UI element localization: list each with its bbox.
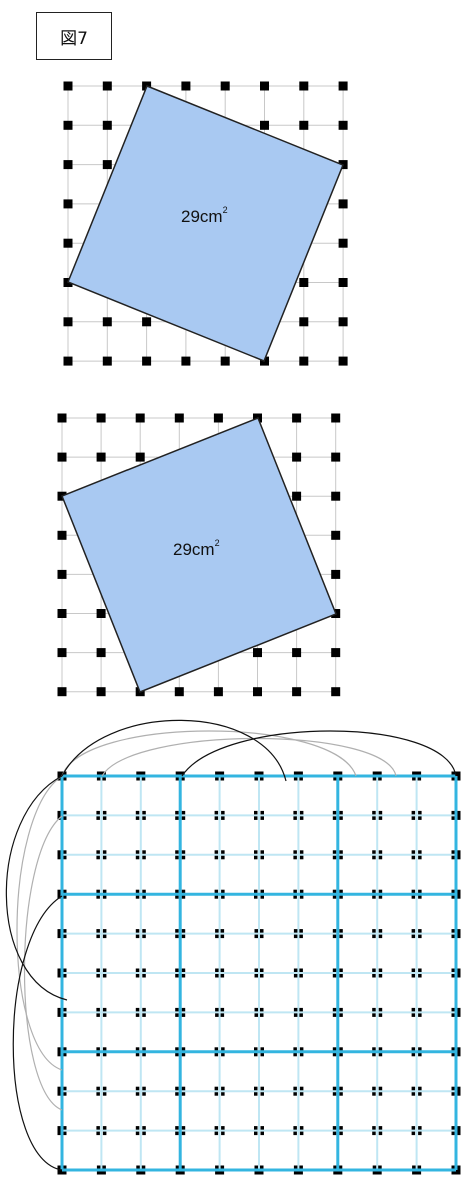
tilted-square-middle: [61, 417, 337, 693]
grid-dot: [102, 356, 112, 366]
grid-dot: [292, 452, 302, 462]
grid-dot: [142, 356, 152, 366]
rotation-arc: [181, 730, 457, 777]
grid-dot: [338, 238, 348, 248]
grid-dot: [96, 609, 106, 618]
rotation-arc: [5, 775, 68, 1001]
grid-dot: [299, 120, 309, 130]
figure-label: 図7: [36, 12, 112, 60]
grid-dot: [142, 317, 152, 327]
highlight-grid: [60, 774, 458, 1172]
grid-dot: [63, 317, 73, 327]
grid-dot: [96, 687, 106, 697]
grid-dot: [338, 317, 348, 327]
grid-dot: [57, 648, 67, 658]
grid-dot: [331, 530, 341, 540]
grid-dot: [338, 81, 348, 91]
grid-dot: [331, 413, 341, 423]
grid-dot: [213, 413, 223, 423]
grid-dot: [220, 81, 230, 91]
grid-dot: [292, 648, 302, 658]
grid-dot: [331, 452, 341, 462]
grid-dot: [331, 569, 341, 579]
grid-dot: [57, 530, 67, 540]
grid-dot: [102, 160, 112, 170]
grid-dot: [181, 81, 191, 91]
grid-dot: [299, 317, 309, 327]
grid-dot: [299, 81, 309, 91]
grid-dot: [96, 413, 106, 423]
grid-dot: [135, 413, 145, 423]
grid-dot: [213, 687, 223, 697]
grid-dot: [338, 199, 348, 209]
grid-dot: [135, 452, 145, 462]
rotation-arc: [16, 775, 63, 1071]
grid-dot: [338, 120, 348, 130]
grid-dot: [57, 452, 67, 462]
grid-dot: [260, 81, 269, 91]
grid-dot: [331, 687, 341, 697]
rotation-arc: [24, 815, 63, 1111]
grid-dot: [181, 356, 191, 366]
grid-dot: [102, 81, 112, 91]
grid-dot: [57, 413, 67, 423]
area-label-middle: 29cm2: [173, 538, 220, 559]
rotation-arc: [12, 895, 63, 1171]
grid-dot: [63, 356, 73, 366]
grid-dot: [253, 648, 262, 658]
rotation-arc: [101, 737, 397, 777]
grid-dot: [292, 491, 302, 501]
rotation-arcs: [5, 719, 457, 1171]
grid-dot: [63, 160, 73, 170]
grid-dot: [63, 199, 73, 209]
grid-dot: [63, 81, 73, 91]
grid-dot: [63, 238, 73, 248]
rotation-arc: [61, 719, 287, 782]
grid-dot: [57, 569, 67, 579]
grid-dot: [102, 317, 112, 327]
grid-dot: [57, 609, 67, 618]
grid-dot: [63, 120, 73, 130]
grid-dot: [292, 687, 302, 697]
grid-dot: [174, 413, 184, 423]
grid-dot: [96, 452, 106, 462]
grid-dot: [253, 687, 262, 697]
tilted-square-top: [67, 85, 344, 362]
grid-dot: [57, 687, 67, 697]
grid-dot: [174, 687, 184, 697]
grid-dot: [299, 278, 309, 287]
grid-dot: [338, 356, 348, 366]
grid-dot: [102, 120, 112, 130]
grid-dot: [331, 491, 341, 501]
grid-dot: [220, 356, 230, 366]
grid-dot: [96, 648, 106, 658]
grid-dot: [299, 356, 309, 366]
grid-dot: [260, 120, 269, 130]
grid-dot: [292, 413, 302, 423]
grid-dot: [338, 278, 348, 287]
rotation-arc: [61, 730, 357, 777]
area-label-top: 29cm2: [181, 205, 228, 226]
grid-dot: [331, 648, 341, 658]
